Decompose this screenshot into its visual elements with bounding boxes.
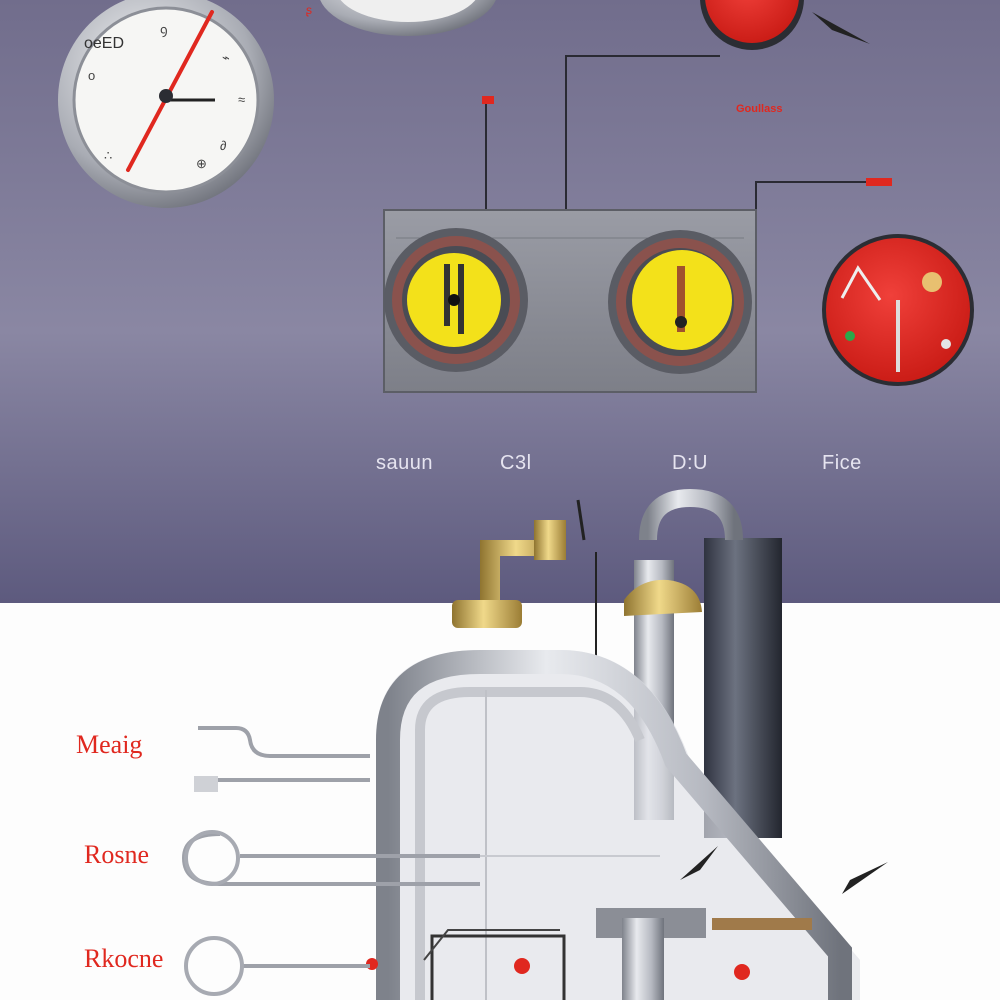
side-label-meaig: Meaig: [76, 730, 143, 759]
outer-tube-frame: [376, 650, 852, 1000]
gauge-panel: [383, 209, 757, 393]
dial-face-text: oeED: [84, 35, 124, 52]
vessel-assembly: [366, 488, 888, 1000]
small-top-dial: ʂ: [306, 0, 496, 36]
pointer-rkocne: [184, 936, 370, 996]
pointer-meaig: [194, 726, 370, 792]
svg-text:ʂ: ʂ: [306, 3, 312, 17]
pressure-dial: ꝯ ⌁ ≈ ∂ ⊕ ∴ o oeED: [58, 0, 274, 208]
side-pointers: [181, 726, 480, 996]
right-yellow-gauge: [608, 230, 752, 374]
svg-text:≈: ≈: [238, 92, 245, 107]
brass-fitting-right: [624, 579, 702, 616]
svg-text:ꝯ: ꝯ: [160, 22, 168, 38]
gauge-label-4: Fice: [822, 452, 862, 474]
svg-text:∴: ∴: [104, 148, 112, 163]
gauge-label-3: D:U: [672, 452, 708, 474]
left-yellow-gauge: [384, 228, 528, 372]
pointer-rosne: [181, 830, 480, 886]
side-label-rkocne: Rkocne: [84, 944, 164, 973]
right-red-indicator: [822, 234, 974, 386]
svg-text:⊕: ⊕: [196, 156, 207, 171]
gauge-label-2: C3l: [500, 452, 532, 474]
side-label-rosne: Rosne: [84, 840, 149, 869]
svg-text:⌁: ⌁: [222, 50, 230, 65]
top-red-indicator: [700, 0, 870, 50]
svg-text:o: o: [88, 68, 95, 83]
glass-vessel: [376, 650, 860, 1000]
gauge-label-1: sauun: [376, 452, 433, 474]
dark-column: [704, 538, 782, 838]
top-right-note: Goullass: [736, 103, 782, 115]
svg-text:∂: ∂: [220, 138, 226, 153]
